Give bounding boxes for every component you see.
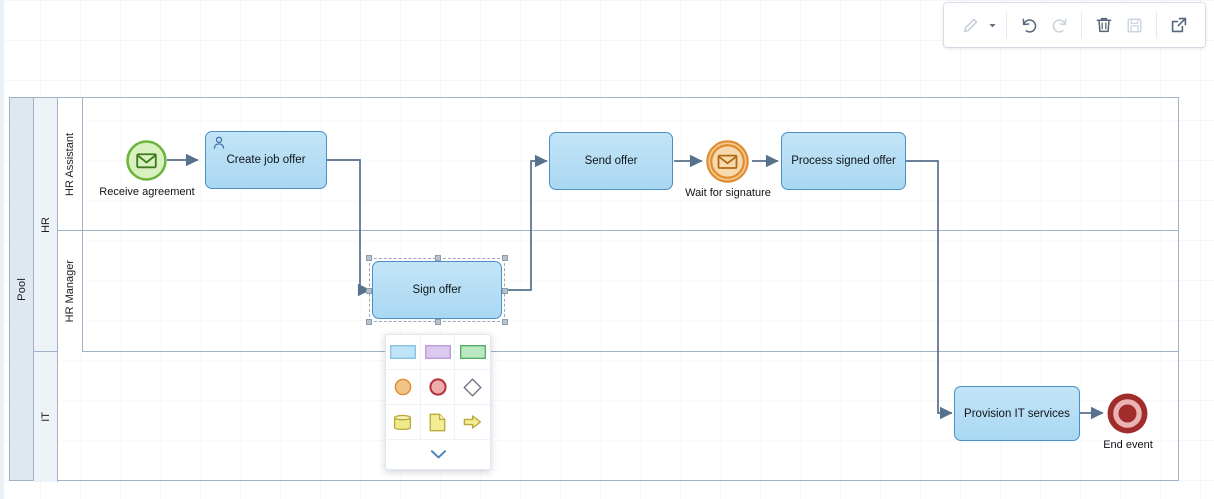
task-label: Sign offer: [412, 284, 462, 296]
sublane-hr-manager[interactable]: HR Manager: [58, 231, 1179, 352]
pool-header[interactable]: Pool: [10, 98, 34, 480]
lane-it[interactable]: IT: [34, 352, 1179, 482]
shape-circle-orange[interactable]: [386, 370, 421, 405]
message-start-event[interactable]: [125, 139, 168, 182]
sublane-header-hr-assistant[interactable]: HR Assistant: [58, 98, 83, 230]
toolbar-group-style: [948, 10, 1006, 40]
sublane-header-hr-manager[interactable]: HR Manager: [58, 231, 83, 352]
chevron-down-icon[interactable]: [386, 440, 490, 469]
shape-palette: [385, 334, 491, 470]
message-catch-event[interactable]: [705, 139, 750, 184]
shape-circle-red[interactable]: [420, 370, 456, 405]
shape-data-object[interactable]: [420, 405, 456, 440]
sublane-hr-assistant[interactable]: HR Assistant: [58, 98, 1179, 231]
task-label: Create job offer: [226, 154, 306, 166]
toolbar-separator: [1006, 12, 1007, 38]
lane-header-hr[interactable]: HR: [34, 98, 58, 351]
toolbar-group-actions: [1082, 10, 1156, 40]
trash-icon[interactable]: [1089, 10, 1119, 40]
toolbar-separator: [1156, 12, 1157, 38]
task-sign-offer[interactable]: Sign offer: [372, 261, 502, 319]
flow-sign-to-send: [504, 154, 548, 291]
toolbar-group-export: [1157, 10, 1201, 40]
palette-row-tasks: [386, 335, 490, 370]
editor-toolbar: [944, 3, 1205, 47]
task-label: Send offer: [584, 155, 638, 167]
save-icon[interactable]: [1119, 10, 1149, 40]
undo-icon[interactable]: [1014, 10, 1044, 40]
lane-hr[interactable]: HR HR Assistant HR Manager: [34, 98, 1179, 352]
toolbar-separator: [1081, 12, 1082, 38]
label-end-event: End event: [1103, 439, 1153, 451]
shape-rectangle-blue[interactable]: [386, 335, 421, 370]
user-icon: [213, 136, 225, 149]
palette-row-data: [386, 405, 490, 440]
export-icon[interactable]: [1164, 10, 1194, 40]
terminate-end-event[interactable]: [1105, 391, 1150, 436]
toolbar-group-history: [1007, 10, 1081, 40]
shape-diamond[interactable]: [455, 370, 490, 405]
redo-icon[interactable]: [1044, 10, 1074, 40]
canvas-left-edge: [0, 0, 4, 499]
shape-rectangle-green[interactable]: [455, 335, 490, 370]
shape-data-store[interactable]: [386, 405, 421, 440]
label-receive-agreement: Receive agreement: [99, 186, 195, 198]
flow-create-to-sign: [327, 159, 371, 297]
shape-arrow[interactable]: [455, 405, 490, 440]
shape-rectangle-purple[interactable]: [420, 335, 456, 370]
task-send-offer[interactable]: Send offer: [549, 132, 673, 190]
flow-process-to-provision: [906, 160, 953, 420]
pencil-icon[interactable]: [955, 10, 985, 40]
lane-header-it[interactable]: IT: [34, 352, 58, 482]
task-provision-it-services[interactable]: Provision IT services: [954, 386, 1080, 441]
task-process-signed-offer[interactable]: Process signed offer: [781, 132, 906, 190]
task-label: Provision IT services: [964, 407, 1070, 420]
task-label: Process signed offer: [791, 155, 896, 167]
chevron-down-icon[interactable]: [985, 10, 999, 40]
palette-row-events: [386, 370, 490, 405]
task-create-job-offer[interactable]: Create job offer: [205, 131, 327, 189]
label-wait-for-signature: Wait for signature: [685, 187, 771, 199]
